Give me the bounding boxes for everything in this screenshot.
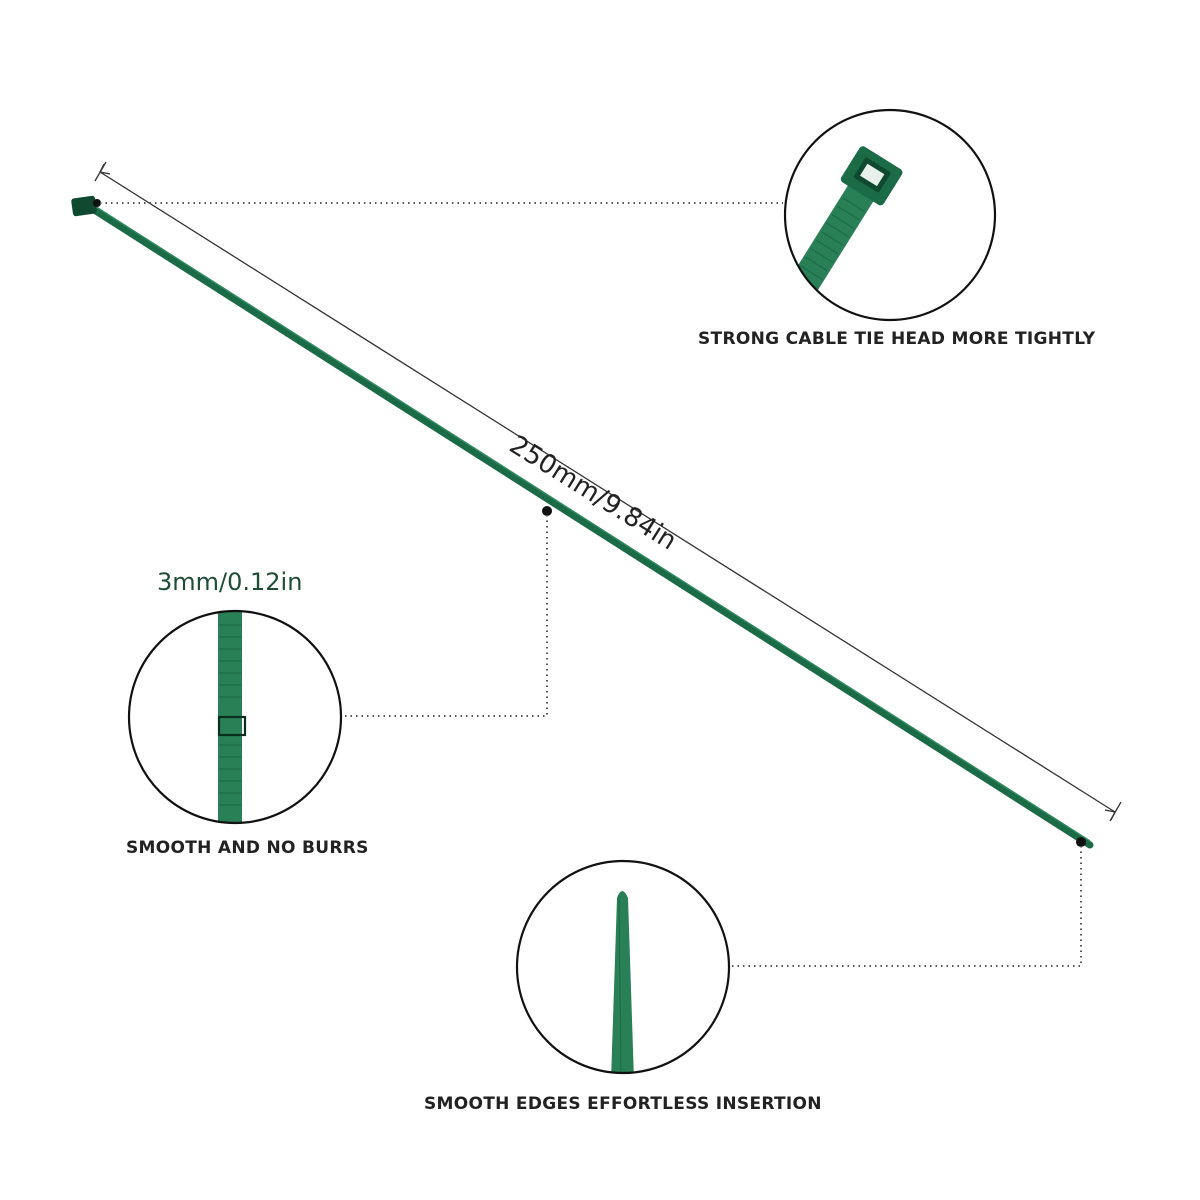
tip-detail-circle	[515, 859, 731, 1075]
anchor-dot-head	[93, 199, 101, 207]
burrs-caption: SMOOTH AND NO BURRS	[126, 838, 369, 858]
width-dimension-label: 3mm/0.12in	[157, 568, 303, 596]
cable-tie-head	[71, 195, 97, 217]
head-caption: STRONG CABLE TIE HEAD MORE TIGHTLY	[698, 329, 1096, 349]
head-detail-circle	[783, 108, 997, 322]
callout-leaders	[100, 202, 1082, 967]
middle-detail-circle	[127, 609, 343, 825]
anchor-dot-middle	[542, 506, 552, 516]
cable-tie	[71, 195, 1094, 849]
anchor-dot-tip	[1076, 837, 1086, 847]
edges-caption: SMOOTH EDGES EFFORTLESS INSERTION	[424, 1094, 822, 1114]
length-dimension-line	[94, 161, 1122, 822]
